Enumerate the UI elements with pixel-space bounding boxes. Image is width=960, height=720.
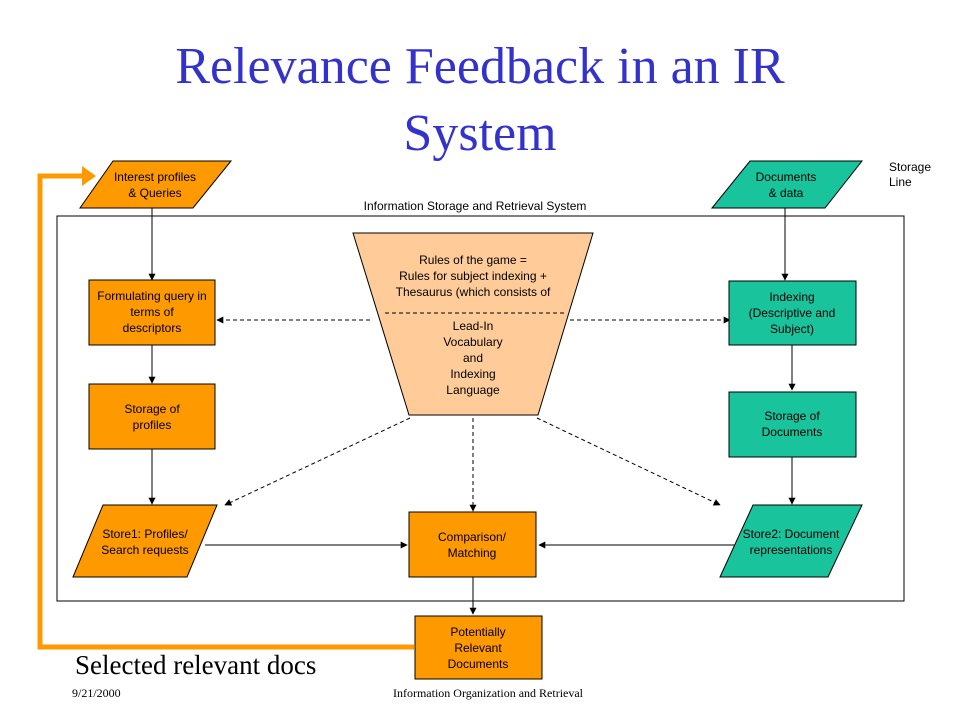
formulating-label-3: descriptors bbox=[123, 321, 182, 335]
potentially-label-1: Potentially bbox=[450, 625, 505, 639]
storage-documents-node bbox=[728, 391, 857, 458]
comparison-label-2: Matching bbox=[448, 546, 497, 560]
rules-top-label-3: Thesaurus (which consists of bbox=[396, 285, 551, 299]
formulating-label-2: terms of bbox=[130, 305, 174, 319]
rules-top-label-2: Rules for subject indexing + bbox=[399, 269, 547, 283]
comparison-label-1: Comparison/ bbox=[438, 530, 507, 544]
storage-profiles-label-1: Storage of bbox=[124, 402, 180, 416]
slide-title-line-2: System bbox=[403, 105, 556, 162]
store1-node bbox=[72, 504, 218, 578]
interest-profiles-node bbox=[79, 160, 233, 209]
potentially-relevant-node bbox=[414, 615, 543, 680]
feedback-arrow bbox=[37, 173, 414, 650]
store1-label-1: Store1: Profiles/ bbox=[102, 527, 188, 541]
footer-course: Information Organization and Retrieval bbox=[393, 686, 584, 700]
dashed-arrow-rules-to-store1 bbox=[224, 417, 411, 506]
documents-label-2: & data bbox=[769, 186, 804, 200]
rules-bottom-label-1: Lead-In bbox=[453, 319, 494, 333]
storage-documents-label-2: Documents bbox=[762, 425, 823, 439]
store1-label-2: Search requests bbox=[101, 543, 188, 557]
footer-date: 9/21/2000 bbox=[72, 686, 121, 700]
storage-line-label-1: Storage bbox=[889, 160, 931, 174]
formulating-label-1: Formulating query in bbox=[97, 289, 206, 303]
formulating-query-node bbox=[88, 279, 216, 346]
system-label: Information Storage and Retrieval System bbox=[364, 199, 587, 213]
rules-bottom-label-4: Indexing bbox=[450, 367, 495, 381]
dashed-arrow-rules-to-store2 bbox=[536, 417, 721, 506]
system-boundary bbox=[56, 215, 905, 602]
store2-node bbox=[719, 504, 863, 578]
rules-bottom-label-5: Language bbox=[446, 383, 500, 397]
store2-label-1: Store2: Document bbox=[743, 527, 840, 541]
indexing-label-1: Indexing bbox=[769, 290, 814, 304]
potentially-label-2: Relevant bbox=[454, 641, 502, 655]
storage-profiles-label-2: profiles bbox=[133, 418, 172, 432]
comparison-node bbox=[408, 511, 537, 578]
rules-of-the-game-node bbox=[352, 232, 594, 416]
documents-node bbox=[710, 160, 864, 209]
rules-bottom-label-2: Vocabulary bbox=[443, 335, 502, 349]
rules-top-label-1: Rules of the game = bbox=[419, 253, 527, 267]
documents-label-1: Documents bbox=[756, 170, 817, 184]
feedback-arrowhead bbox=[82, 166, 96, 186]
interest-profiles-label-2: & Queries bbox=[128, 186, 181, 200]
storage-profiles-node bbox=[88, 383, 216, 450]
storage-documents-label-1: Storage of bbox=[764, 409, 820, 423]
feedback-label: Selected relevant docs bbox=[75, 650, 316, 680]
interest-profiles-label-1: Interest profiles bbox=[114, 170, 196, 184]
storage-line-label-2: Line bbox=[889, 175, 912, 189]
store2-label-2: representations bbox=[750, 543, 833, 557]
indexing-label-3: Subject) bbox=[770, 322, 814, 336]
slide-title-line-1: Relevance Feedback in an IR bbox=[175, 38, 785, 95]
indexing-node bbox=[728, 280, 857, 346]
indexing-label-2: (Descriptive and bbox=[749, 306, 836, 320]
potentially-label-3: Documents bbox=[448, 657, 509, 671]
rules-bottom-label-3: and bbox=[463, 351, 483, 365]
